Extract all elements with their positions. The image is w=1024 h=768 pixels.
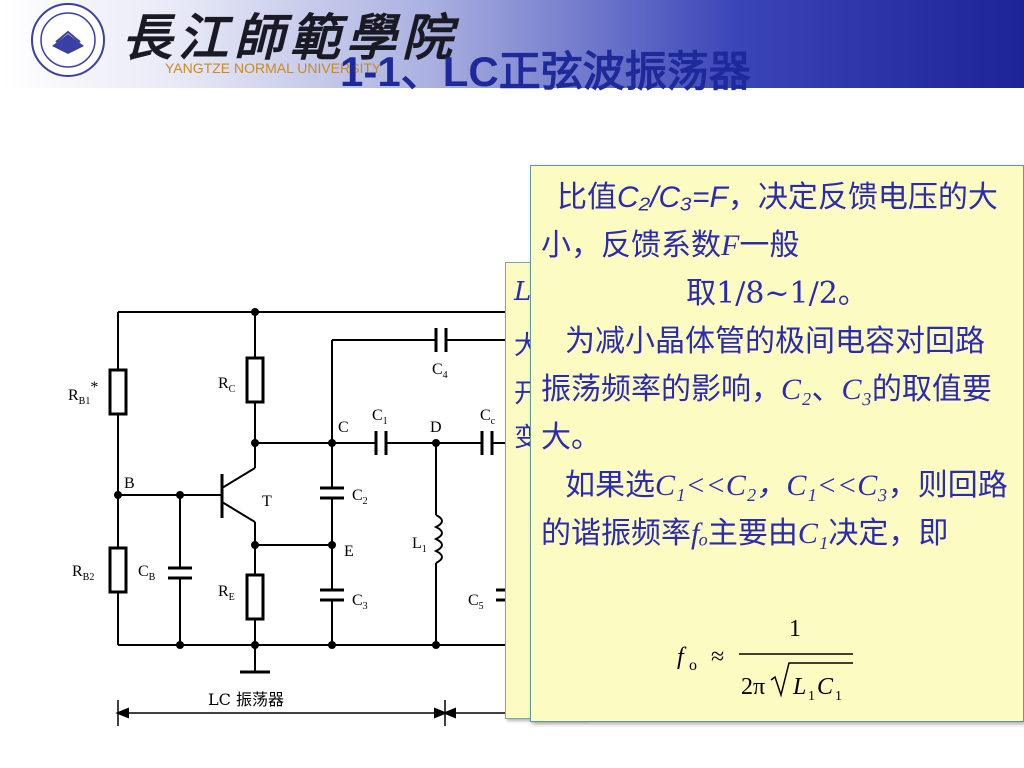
label-rc: RC [218,375,236,395]
note-paragraph-1-line3: 取1/8~1/2。 [686,276,868,311]
note-paragraph-3: 如果选C₁<<C₂，C₁<<C₃，则回路的谐振频率fₒ主要由C₁决定，即 [541,468,1008,551]
label-re: RE [218,583,235,603]
formula-inductor-sub: 1 [808,689,815,704]
node-c-label: C [338,419,349,436]
university-name-en: YANGTZE NORMAL UNIVERSITY [165,60,382,76]
label-rb1: RB1* [68,379,98,407]
back-fragment: L [514,277,532,307]
formula-capacitor-sub: 1 [835,689,842,704]
slide-title: 1-1、LC正弦波振荡器 [340,48,751,95]
label-c3: C3 [352,592,368,612]
formula-lhs: f [677,644,687,670]
label-l1: L1 [412,535,427,555]
university-seal-icon [31,3,105,77]
formula-numerator: 1 [789,616,801,642]
label-c4: C4 [432,361,448,381]
formula-denom-prefix: 2π [741,674,765,700]
node-e-label: E [344,543,354,560]
label-c1: C1 [372,407,388,427]
node-b-label: B [124,475,135,492]
explanation-note-box: 比值C₂/C₃=F，决定反馈电压的大小，反馈系数F一般 取1/8~1/2。 为减… [530,165,1024,722]
label-c5: C5 [468,592,484,612]
formula-approx: ≈ [711,644,724,670]
label-rb2: RB2 [72,563,94,583]
formula-inductor: L [792,674,806,700]
note-paragraph-1: 比值C₂/C₃=F，决定反馈电压的大小，反馈系数F一般 [541,180,998,263]
note-paragraph-2: 为减小晶体管的极间电容对回路振荡频率的影响，C₂、C₃的取值要大。 [541,324,992,455]
formula-lhs-sub: o [689,657,697,674]
label-cc: Cc [480,407,496,427]
circuit-caption: LC 振荡器 [208,690,284,709]
node-d-label: D [430,419,442,436]
resonant-frequency-formula: f o ≈ 1 2π L 1 C 1 [677,616,853,704]
label-cb: CB [138,563,156,583]
formula-capacitor: C [817,674,834,700]
university-name-cn: 長江師範學院 [122,8,458,67]
label-c2: C2 [352,487,368,507]
header-banner: 長江師範學院 YANGTZE NORMAL UNIVERSITY 1-1、LC正… [0,0,1024,95]
transistor-label: T [262,493,272,510]
